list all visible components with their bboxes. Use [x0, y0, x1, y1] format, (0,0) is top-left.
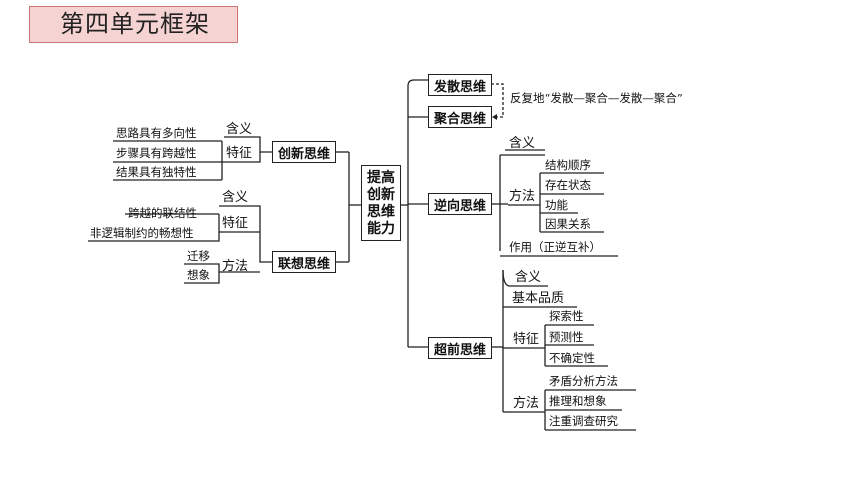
innovative-meaning: 含义	[226, 122, 253, 137]
innovative-feature-item: 步骤具有跨越性	[116, 146, 197, 160]
innovative-feature-item: 思路具有多向性	[116, 126, 197, 140]
central-topic: 提高 创新 思维 能力	[361, 165, 401, 241]
node-divergent: 发散思维	[428, 74, 492, 96]
innovative-feature: 特征	[226, 146, 253, 161]
advanced-feature-item: 不确定性	[549, 351, 595, 365]
advanced-method-item: 矛盾分析方法	[549, 374, 618, 388]
advanced-feature: 特征	[513, 332, 540, 347]
reverse-meaning: 含义	[509, 136, 536, 151]
reverse-method-item: 因果关系	[545, 217, 591, 231]
associative-feature: 特征	[222, 216, 249, 231]
advanced-feature-item: 探索性	[549, 309, 584, 323]
cycle-note: 反复地“发散—聚合—发散—聚合”	[510, 91, 683, 105]
node-innovative: 创新思维	[272, 141, 336, 163]
advanced-feature-item: 预测性	[549, 330, 584, 344]
advanced-method-item: 推理和想象	[549, 394, 607, 408]
node-convergent: 聚合思维	[428, 106, 492, 128]
advanced-method: 方法	[513, 396, 540, 411]
reverse-method-item: 存在状态	[545, 178, 591, 192]
advanced-method-item: 注重调查研究	[549, 414, 618, 428]
node-reverse: 逆向思维	[428, 193, 492, 215]
node-associative: 联想思维	[272, 251, 336, 273]
reverse-method: 方法	[509, 189, 536, 204]
reverse-method-item: 结构顺序	[545, 158, 591, 172]
page-title: 第四单元框架	[29, 6, 238, 43]
associative-method: 方法	[222, 259, 249, 274]
advanced-quality: 基本品质	[512, 291, 565, 306]
associative-feature-item: 跨越的联结性	[128, 206, 197, 220]
associative-method-item: 想象	[187, 268, 210, 282]
reverse-method-item: 功能	[545, 198, 568, 212]
innovative-feature-item: 结果具有独特性	[116, 165, 197, 179]
associative-meaning: 含义	[222, 190, 249, 205]
associative-feature-item: 非逻辑制约的畅想性	[90, 226, 194, 240]
advanced-meaning: 含义	[515, 270, 542, 285]
associative-method-item: 迁移	[187, 249, 210, 263]
node-advanced: 超前思维	[428, 337, 492, 359]
reverse-function: 作用（正逆互补）	[509, 240, 601, 254]
